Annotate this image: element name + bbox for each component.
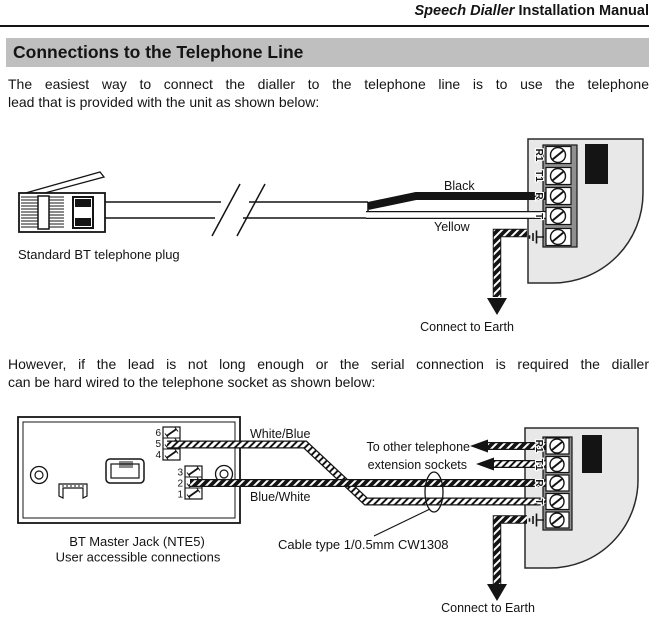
cable-clip [58,483,88,499]
master-jack-caption-2: User accessible connections [56,550,221,565]
diagram-telephone-lead: R1 T1 R T Black Yellow Connect to Earth … [18,138,644,334]
terminal2-label-r: R [533,479,544,487]
terminal-label-r1: R1 [533,149,544,162]
manual-title-product: Speech Dialler [414,3,515,19]
terminal2-label-r1: R1 [533,440,544,453]
earth-arrow-icon [487,298,507,315]
diagram-hard-wired: 6 5 4 3 2 1 [17,416,639,615]
extension-arrow-top-icon [470,439,488,453]
telephone-cable [105,183,369,237]
cable-break-icon [211,183,266,237]
section-heading: Connections to the Telephone Line [13,42,304,62]
white-blue-label: White/Blue [250,427,310,441]
plug-caption: Standard BT telephone plug [18,247,180,262]
earth-wire [493,229,527,297]
extension-label-line1: To other telephone [366,440,470,454]
black-wire [367,192,547,210]
bt-master-jack [17,416,241,524]
screw-slots [551,149,565,243]
hardwire-paragraph: However, if the lead is not long enough … [8,356,649,391]
terminal-label-t: T [533,213,544,219]
terminal2-label-t: T [533,498,544,504]
cable-type-label: Cable type 1/0.5mm CW1308 [278,537,449,552]
cable-marker [424,471,444,513]
header-rule [0,25,649,27]
earth-wire-2-outline [492,515,527,584]
connect-to-earth-label-2: Connect to Earth [441,601,535,615]
black-wire-label: Black [444,179,475,193]
connect-to-earth-label: Connect to Earth [420,320,514,334]
screw-hole-left [29,465,49,485]
terminal-number-3: 3 [177,468,183,479]
master-jack-caption-1: BT Master Jack (NTE5) [69,534,205,549]
intro-line-2: lead that is provided with the unit as s… [8,93,320,110]
terminal-block-2 [545,437,570,529]
terminal-number-1: 1 [177,490,183,501]
yellow-wire-label: Yellow [434,220,471,234]
terminal-label-r: R [533,192,544,200]
hardwire-line-2: can be hard wired to the telephone socke… [8,373,376,390]
screw-slots-2 [551,441,563,525]
terminal2-label-t1: T1 [533,459,544,471]
dialler-component-2 [582,435,602,473]
intro-paragraph: The easiest way to connect the dialler t… [8,76,649,111]
earth-symbol-2-icon [528,513,544,527]
terminal-number-4: 4 [155,450,161,461]
terminal-block [545,145,572,247]
manual-title: Speech Dialler Installation Manual [415,3,649,19]
cable-label-leader [373,508,431,537]
terminal-number-5: 5 [155,439,161,450]
bt-telephone-plug [18,171,106,233]
intro-line-1: The easiest way to connect the dialler t… [8,76,649,92]
white-blue-wire [167,441,547,505]
jack-socket [105,458,145,484]
section-heading-banner: Connections to the Telephone Line [6,38,649,67]
extension-label-line2: extension sockets [368,458,467,472]
terminal-label-t1: T1 [533,170,544,182]
blue-white-label: Blue/White [250,490,310,504]
terminal-number-6: 6 [155,428,161,439]
earth-wire-2 [493,516,527,584]
earth-arrow-2-icon [487,584,507,601]
terminal-number-2: 2 [177,479,183,490]
earth-symbol-icon [528,230,544,244]
hardwire-line-1: However, if the lead is not long enough … [8,356,649,372]
extension-arrow-bottom-icon [476,457,494,471]
earth-wire-outline [492,228,527,297]
dialler-component [585,144,608,184]
manual-title-rest: Installation Manual [514,3,649,19]
